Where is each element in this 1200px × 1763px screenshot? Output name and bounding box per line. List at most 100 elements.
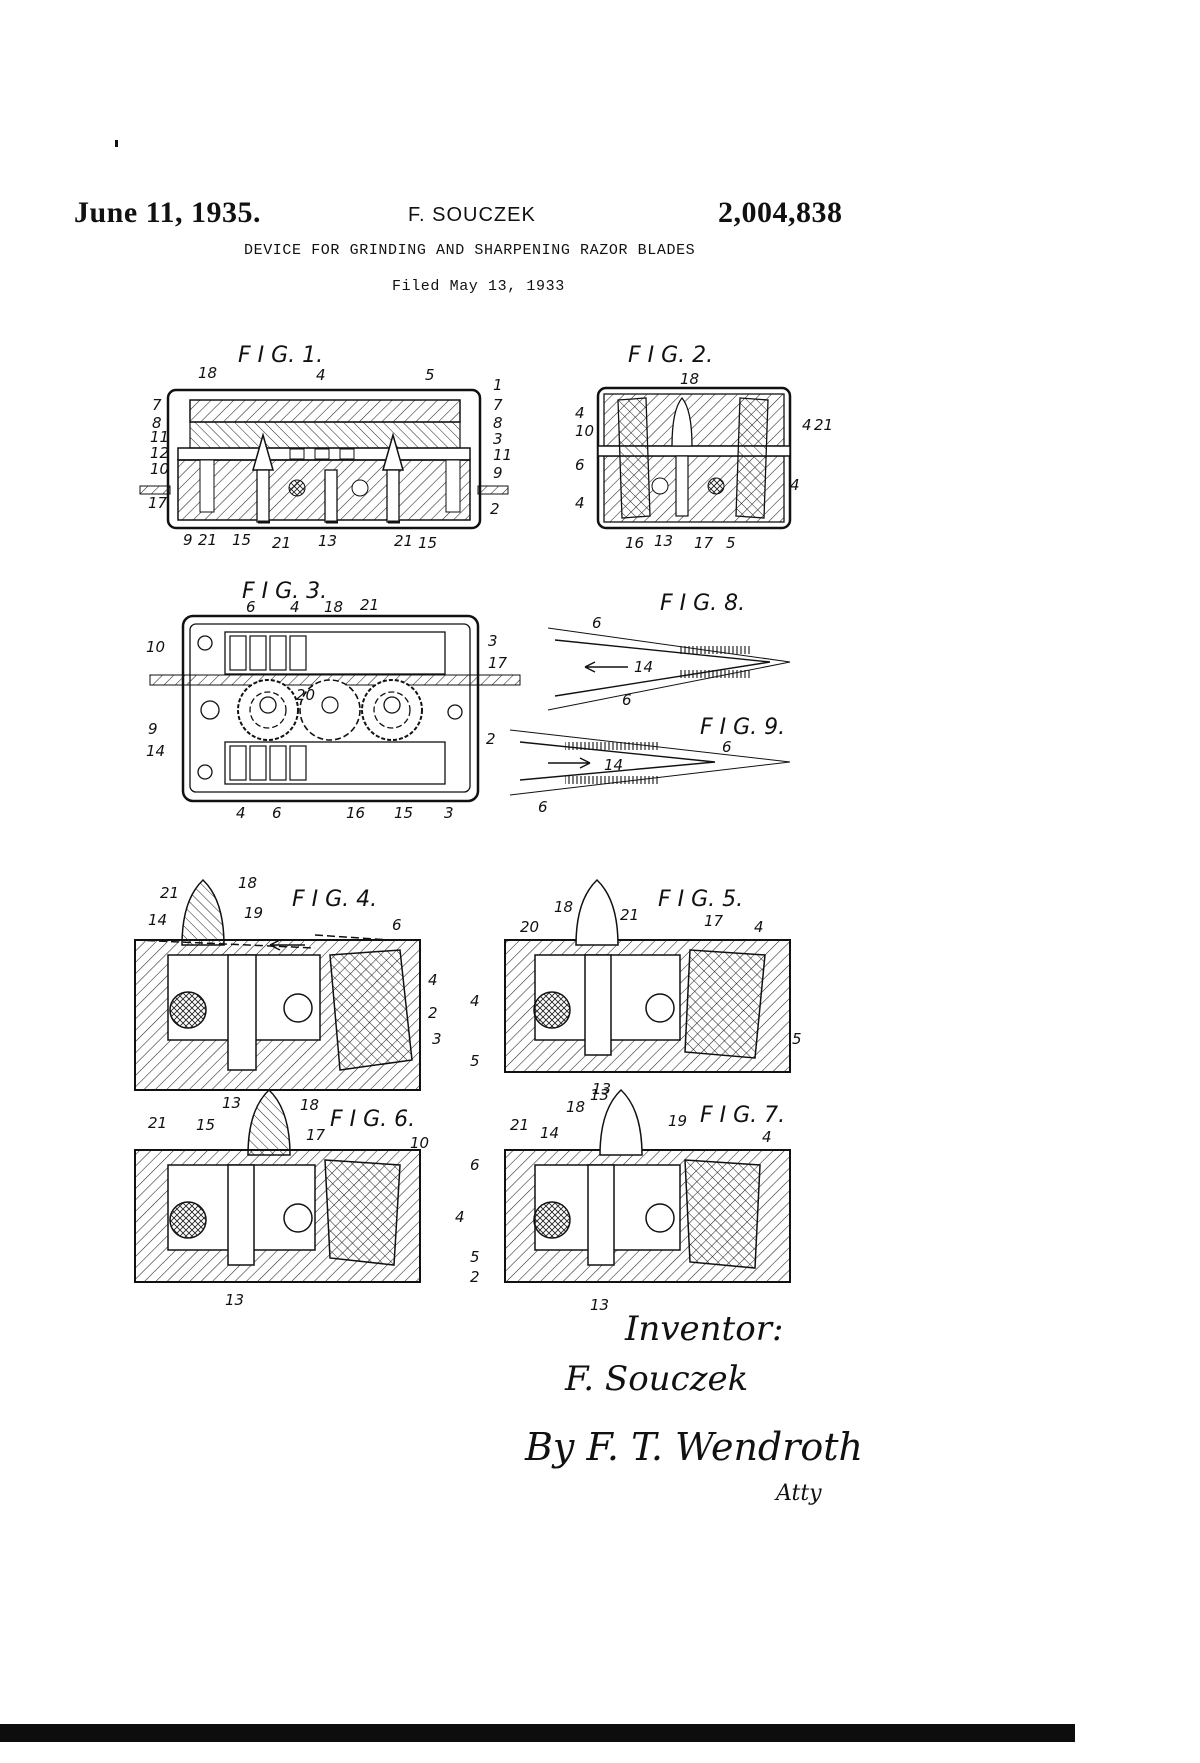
- figure-8-numerals: 6 14 6: [592, 614, 653, 709]
- reference-numeral: 5: [425, 366, 435, 384]
- reference-numeral: 2: [470, 1268, 480, 1286]
- patent-date: June 11, 1935.: [74, 196, 262, 229]
- figure-9-numerals: 6 14 6: [538, 738, 732, 816]
- figure-3: F I G. 3. 6 4 18 21 20 3 10: [146, 579, 521, 822]
- reference-numeral: 14: [634, 658, 653, 676]
- reference-numeral: 4: [754, 918, 764, 936]
- figure-9-label: F I G. 9.: [700, 715, 785, 740]
- reference-numeral: 4: [762, 1128, 772, 1146]
- reference-numeral: 4: [575, 404, 585, 422]
- reference-numeral: 3: [488, 632, 498, 650]
- reference-numeral: 3: [432, 1030, 442, 1048]
- reference-numeral: Inventor:: [624, 1309, 783, 1349]
- reference-numeral: 20: [296, 686, 315, 704]
- reference-numeral: 6: [622, 691, 632, 709]
- reference-numeral: 4: [455, 1208, 465, 1226]
- reference-numeral: 6: [392, 916, 402, 934]
- figure-2: F I G. 2. 18 4 10 6 4 4 4 21 16 13 17 5: [575, 343, 833, 552]
- reference-numeral: 18: [238, 874, 257, 892]
- reference-numeral: 13: [318, 532, 337, 550]
- reference-numeral: 11: [493, 446, 512, 464]
- figure-8: F I G. 8. 6 14 6: [547, 591, 791, 711]
- reference-numeral: 10: [410, 1134, 429, 1152]
- reference-numeral: 9: [148, 720, 158, 738]
- reference-numeral: 10: [150, 460, 169, 478]
- figure-5-numerals: 18 21 17 20 4 4 5 5 13: [470, 898, 802, 1104]
- reference-numeral: 21: [148, 1114, 167, 1132]
- reference-numeral: 16: [625, 534, 644, 552]
- reference-numeral: 18: [300, 1096, 319, 1114]
- reference-numeral: 18: [566, 1098, 585, 1116]
- reference-numeral: 6: [538, 798, 548, 816]
- figure-9: F I G. 9. 6 14 6: [509, 715, 791, 816]
- reference-numeral: 17: [704, 912, 724, 930]
- figure-7-label: F I G. 7.: [700, 1103, 785, 1128]
- reference-numeral: 17: [488, 654, 508, 672]
- figure-1: F I G. 1. 18 4 5 1 7 8 11 12 10 17: [139, 343, 512, 552]
- figure-2-numerals: 18 4 10 6 4 4 4 21 16 13 17 5: [575, 370, 833, 552]
- reference-numeral: 12: [150, 444, 169, 462]
- reference-numeral: 4: [790, 476, 800, 494]
- reference-numeral: 5: [470, 1248, 480, 1266]
- reference-numeral: 13: [222, 1094, 241, 1112]
- reference-numeral: 14: [148, 911, 167, 929]
- reference-numeral: 7: [493, 396, 503, 414]
- reference-numeral: 13: [654, 532, 673, 550]
- reference-numeral: 13: [225, 1291, 244, 1309]
- reference-numeral: 3: [444, 804, 454, 822]
- reference-numeral: 17: [694, 534, 714, 552]
- reference-numeral: 15: [418, 534, 437, 552]
- figure-6-label: F I G. 6.: [330, 1107, 415, 1132]
- reference-numeral: 6: [272, 804, 282, 822]
- reference-numeral: By F. T. Wendroth: [524, 1425, 863, 1469]
- reference-numeral: 21: [394, 532, 413, 550]
- reference-numeral: 19: [244, 904, 263, 922]
- reference-numeral: 21: [272, 534, 291, 552]
- reference-numeral: 5: [470, 1052, 480, 1070]
- reference-numeral: 18: [324, 598, 343, 616]
- reference-numeral: 13: [592, 1080, 611, 1098]
- reference-numeral: 14: [146, 742, 165, 760]
- reference-numeral: 5: [726, 534, 736, 552]
- reference-numeral: 16: [346, 804, 365, 822]
- inventor-name: F. SOUCZEK: [408, 204, 536, 226]
- figure-4: F I G. 4. 21 18 19 14 6 4 2 3 13: [134, 874, 442, 1112]
- reference-numeral: 4: [428, 971, 438, 989]
- reference-numeral: 18: [554, 898, 573, 916]
- reference-numeral: 10: [146, 638, 165, 656]
- reference-numeral: 15: [232, 531, 251, 549]
- figure-6-numerals: 21 15 18 17 10 13: [148, 1096, 429, 1309]
- reference-numeral: 10: [575, 422, 594, 440]
- reference-numeral: 2: [490, 500, 500, 518]
- figure-4-label: F I G. 4.: [292, 887, 377, 912]
- reference-numeral: 20: [520, 918, 539, 936]
- patent-number: 2,004,838: [718, 196, 843, 229]
- figure-5: F I G. 5. 18 21 17 20 4 4 5 5 13: [470, 878, 802, 1104]
- reference-numeral: 6: [470, 1156, 480, 1174]
- reference-numeral: 6: [575, 456, 585, 474]
- reference-numeral: 14: [604, 756, 623, 774]
- reference-numeral: 9: [493, 464, 503, 482]
- reference-numeral: 21: [620, 906, 639, 924]
- figure-8-label: F I G. 8.: [660, 591, 745, 616]
- figure-7-numerals: 21 14 13 18 19 4 6 4 5 2 13: [455, 1080, 772, 1314]
- reference-numeral: 3: [493, 430, 503, 448]
- reference-numeral: 11: [150, 428, 169, 446]
- inventor-signature: Inventor: F. Souczek By F. T. Wendroth A…: [524, 1309, 863, 1506]
- reference-numeral: 4: [802, 416, 812, 434]
- reference-numeral: 21: [510, 1116, 529, 1134]
- reference-numeral: 4: [470, 992, 480, 1010]
- reference-numeral: 4: [316, 366, 326, 384]
- reference-numeral: 2: [428, 1004, 438, 1022]
- figure-5-label: F I G. 5.: [658, 887, 743, 912]
- figure-1-numerals: 18 4 5 1 7 8 11 12 10 17 7 8 3 11 9 2 9 …: [148, 364, 512, 552]
- reference-numeral: 4: [290, 598, 300, 616]
- scan-border-bar: [0, 1724, 1075, 1742]
- reference-numeral: 6: [246, 598, 256, 616]
- reference-numeral: 5: [792, 1030, 802, 1048]
- reference-numeral: 18: [198, 364, 217, 382]
- filed-date: Filed May 13, 1933: [392, 278, 565, 295]
- reference-numeral: 13: [590, 1086, 609, 1104]
- reference-numeral: 9: [183, 531, 193, 549]
